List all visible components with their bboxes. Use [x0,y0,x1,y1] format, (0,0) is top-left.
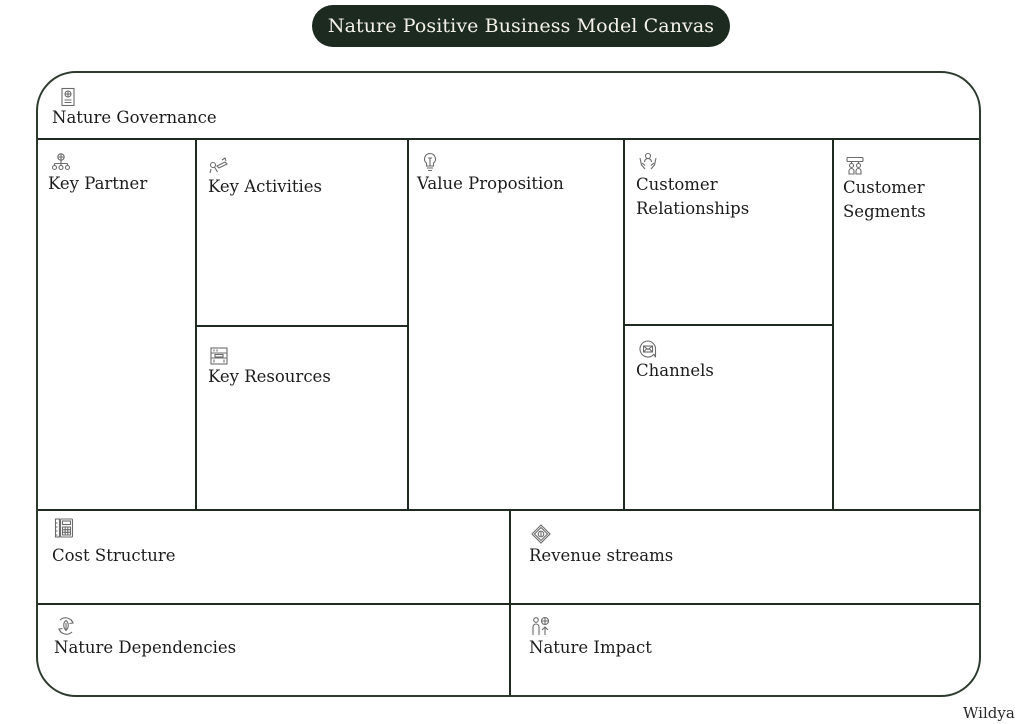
section-key-resources[interactable]: Key Resources [197,327,407,509]
lightbulb-icon [420,152,440,172]
canvas-frame: Nature Governance Key Partner Key Activi… [36,71,981,697]
section-revenue-streams[interactable]: Revenue streams [511,511,979,603]
section-nature-impact[interactable]: Nature Impact [511,605,979,695]
section-nature-governance[interactable]: Nature Governance [38,73,979,138]
person-globe-icon [531,616,551,636]
section-label-line2: Segments [843,202,926,221]
hierarchy-people-icon [845,156,865,176]
section-cost-structure[interactable]: Cost Structure [38,511,509,603]
section-label: Key Activities [208,177,323,196]
section-label: Nature Dependencies [54,638,237,657]
section-label: Value Proposition [417,174,564,193]
section-customer-segments[interactable]: Customer Segments [834,139,979,509]
chat-mail-icon [638,339,658,359]
section-label: Revenue streams [529,546,674,565]
section-value-proposition[interactable]: Value Proposition [409,139,623,509]
section-label: Cost Structure [52,546,176,565]
tools-icon [209,156,229,176]
section-channels[interactable]: Channels [625,326,832,509]
divider-cost-bottom [38,603,979,605]
divider-col2 [407,139,409,510]
divider-col1 [195,139,197,510]
network-globe-icon [51,152,71,172]
section-key-activities[interactable]: Key Activities [197,139,407,325]
canvas-title: Nature Positive Business Model Canvas [312,5,730,47]
document-globe-icon [58,87,78,107]
calculator-icon [54,518,74,538]
divider-col4 [832,139,834,510]
section-label: Nature Impact [529,638,652,657]
brand-logo: Wildya [963,704,1015,722]
section-label: Key Partner [48,174,148,193]
hands-person-icon [638,152,658,172]
section-customer-relationships[interactable]: Customer Relationships [625,139,832,324]
section-label: Channels [636,361,714,380]
section-label-line1: Customer [843,178,925,197]
section-label-line1: Customer [636,175,718,194]
divider-main-bottom [38,509,979,511]
section-label: Key Resources [208,367,331,386]
money-bill-icon [531,524,551,544]
section-nature-dependencies[interactable]: Nature Dependencies [38,605,509,695]
leaf-cycle-icon [56,616,76,636]
divider-governance [38,138,979,140]
section-label-line2: Relationships [636,199,750,218]
storage-icon [209,346,229,366]
section-label: Nature Governance [52,108,217,127]
divider-relationships-channels [624,324,833,326]
section-key-partner[interactable]: Key Partner [38,139,195,509]
divider-bottom-split [509,510,511,695]
divider-activities-resources [196,325,408,327]
